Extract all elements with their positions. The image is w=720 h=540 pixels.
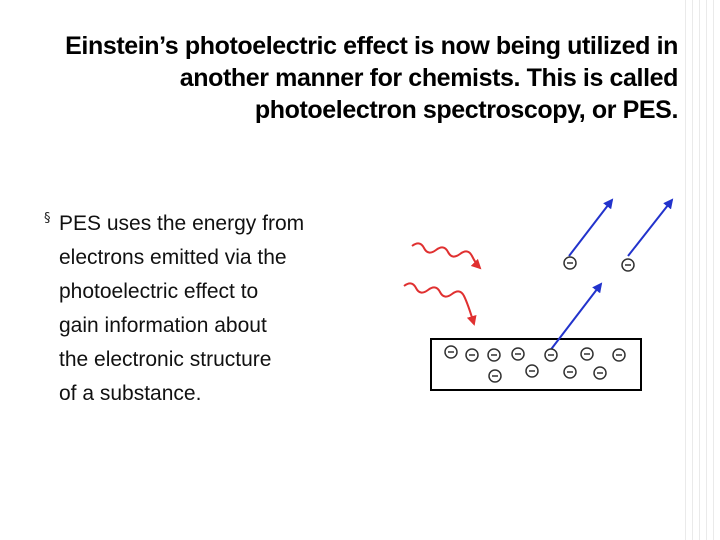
bullet-line-2: electrons emitted via the: [59, 246, 287, 269]
bullet-line-1: PES uses the energy from: [59, 212, 305, 235]
bullet-text: PES uses the energy from electrons emitt…: [59, 207, 364, 411]
free-electrons: [563, 256, 635, 272]
title-line-1: Einstein’s photoelectric effect is now b…: [65, 32, 678, 60]
electron-path-3: [627, 198, 674, 257]
bullet-line-4: gain information about: [59, 314, 267, 337]
bullet-line-6: of a substance.: [59, 382, 202, 405]
bullet-line-5: the electronic structure: [59, 348, 272, 371]
electron-minus-signs: [448, 262, 631, 377]
title-line-2: another manner for chemists. This is cal…: [179, 64, 679, 92]
slide-title: Einstein’s photoelectric effect is now b…: [38, 30, 678, 126]
electron-path-2: [568, 198, 614, 257]
title-line-3: photoelectron spectroscopy, or PES.: [254, 96, 679, 124]
photon-wave-2: [403, 282, 477, 326]
decorative-edge-stripes: [682, 0, 720, 540]
bullet-marker-icon: §: [44, 211, 51, 226]
photon-wave-1: [411, 242, 482, 270]
bullet-point: § PES uses the energy from electrons emi…: [44, 207, 364, 411]
material-block: [430, 338, 642, 391]
electron-path-1: [548, 282, 603, 353]
bullet-line-3: photoelectric effect to: [59, 280, 259, 303]
